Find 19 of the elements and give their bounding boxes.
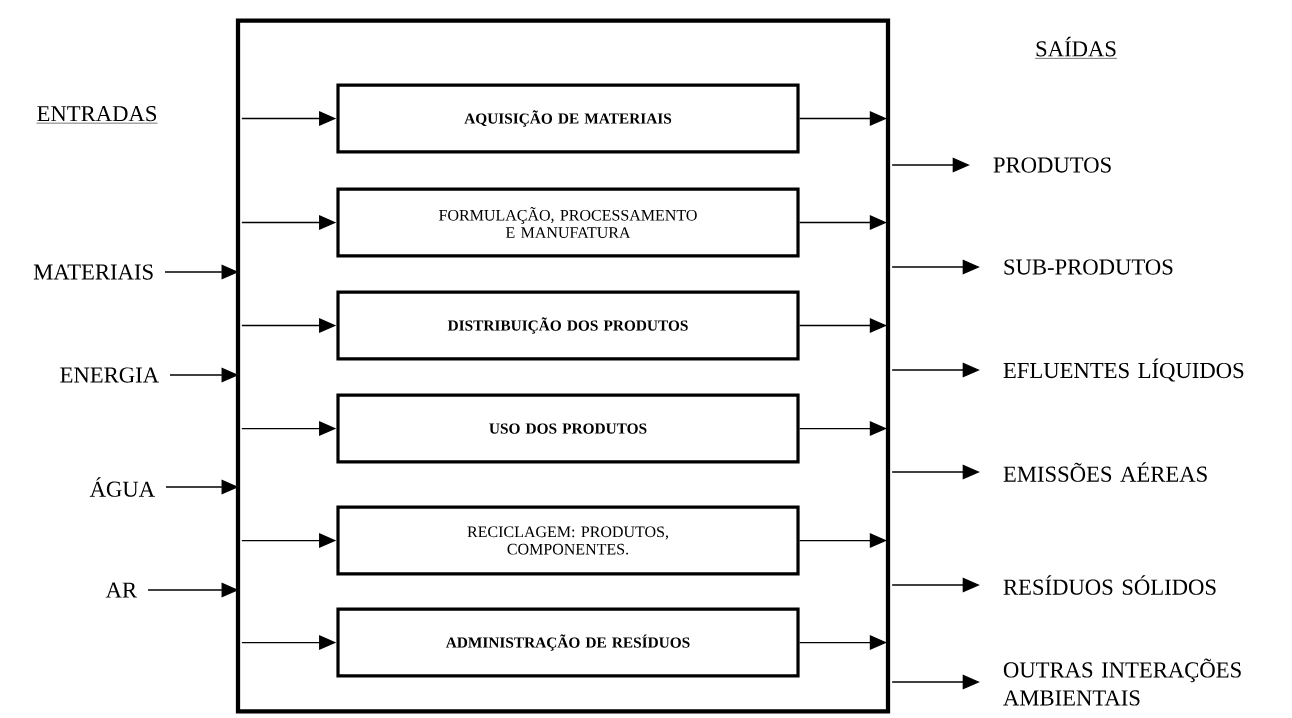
output-label: PRODUTOS — [993, 157, 1111, 173]
process-box: RECICLAGEM: PRODUTOS, COMPONENTES. — [336, 505, 800, 576]
input-label: ÁGUA — [89, 477, 155, 497]
process-box: ADMINISTRAÇÃO DE RESÍDUOS — [336, 607, 800, 678]
output-label: EFLUENTES LÍQUIDOS — [1003, 358, 1244, 382]
input-label: AR — [105, 582, 137, 598]
heading: SAÍDAS — [1034, 36, 1118, 59]
process-box: USO DOS PRODUTOS — [336, 393, 800, 464]
input-label: MATERIAIS — [33, 264, 153, 280]
process-box: FORMULAÇÃO, PROCESSAMENTO E MANUFATURA — [336, 187, 800, 258]
output-label: RESÍDUOS SÓLIDOS — [1003, 575, 1216, 595]
process-box: AQUISIÇÃO DE MATERIAIS — [336, 83, 800, 154]
frame-box — [235, 18, 891, 714]
heading: ENTRADAS — [36, 106, 158, 124]
process-box: DISTRIBUIÇÃO DOS PRODUTOS — [336, 290, 800, 361]
input-label: ENERGIA — [60, 367, 159, 383]
output-label: EMISSÕES AÉREAS — [1003, 462, 1207, 482]
output-label: OUTRAS INTERAÇÕES AMBIENTAIS — [1003, 658, 1241, 706]
output-label: SUB-PRODUTOS — [1004, 259, 1173, 275]
